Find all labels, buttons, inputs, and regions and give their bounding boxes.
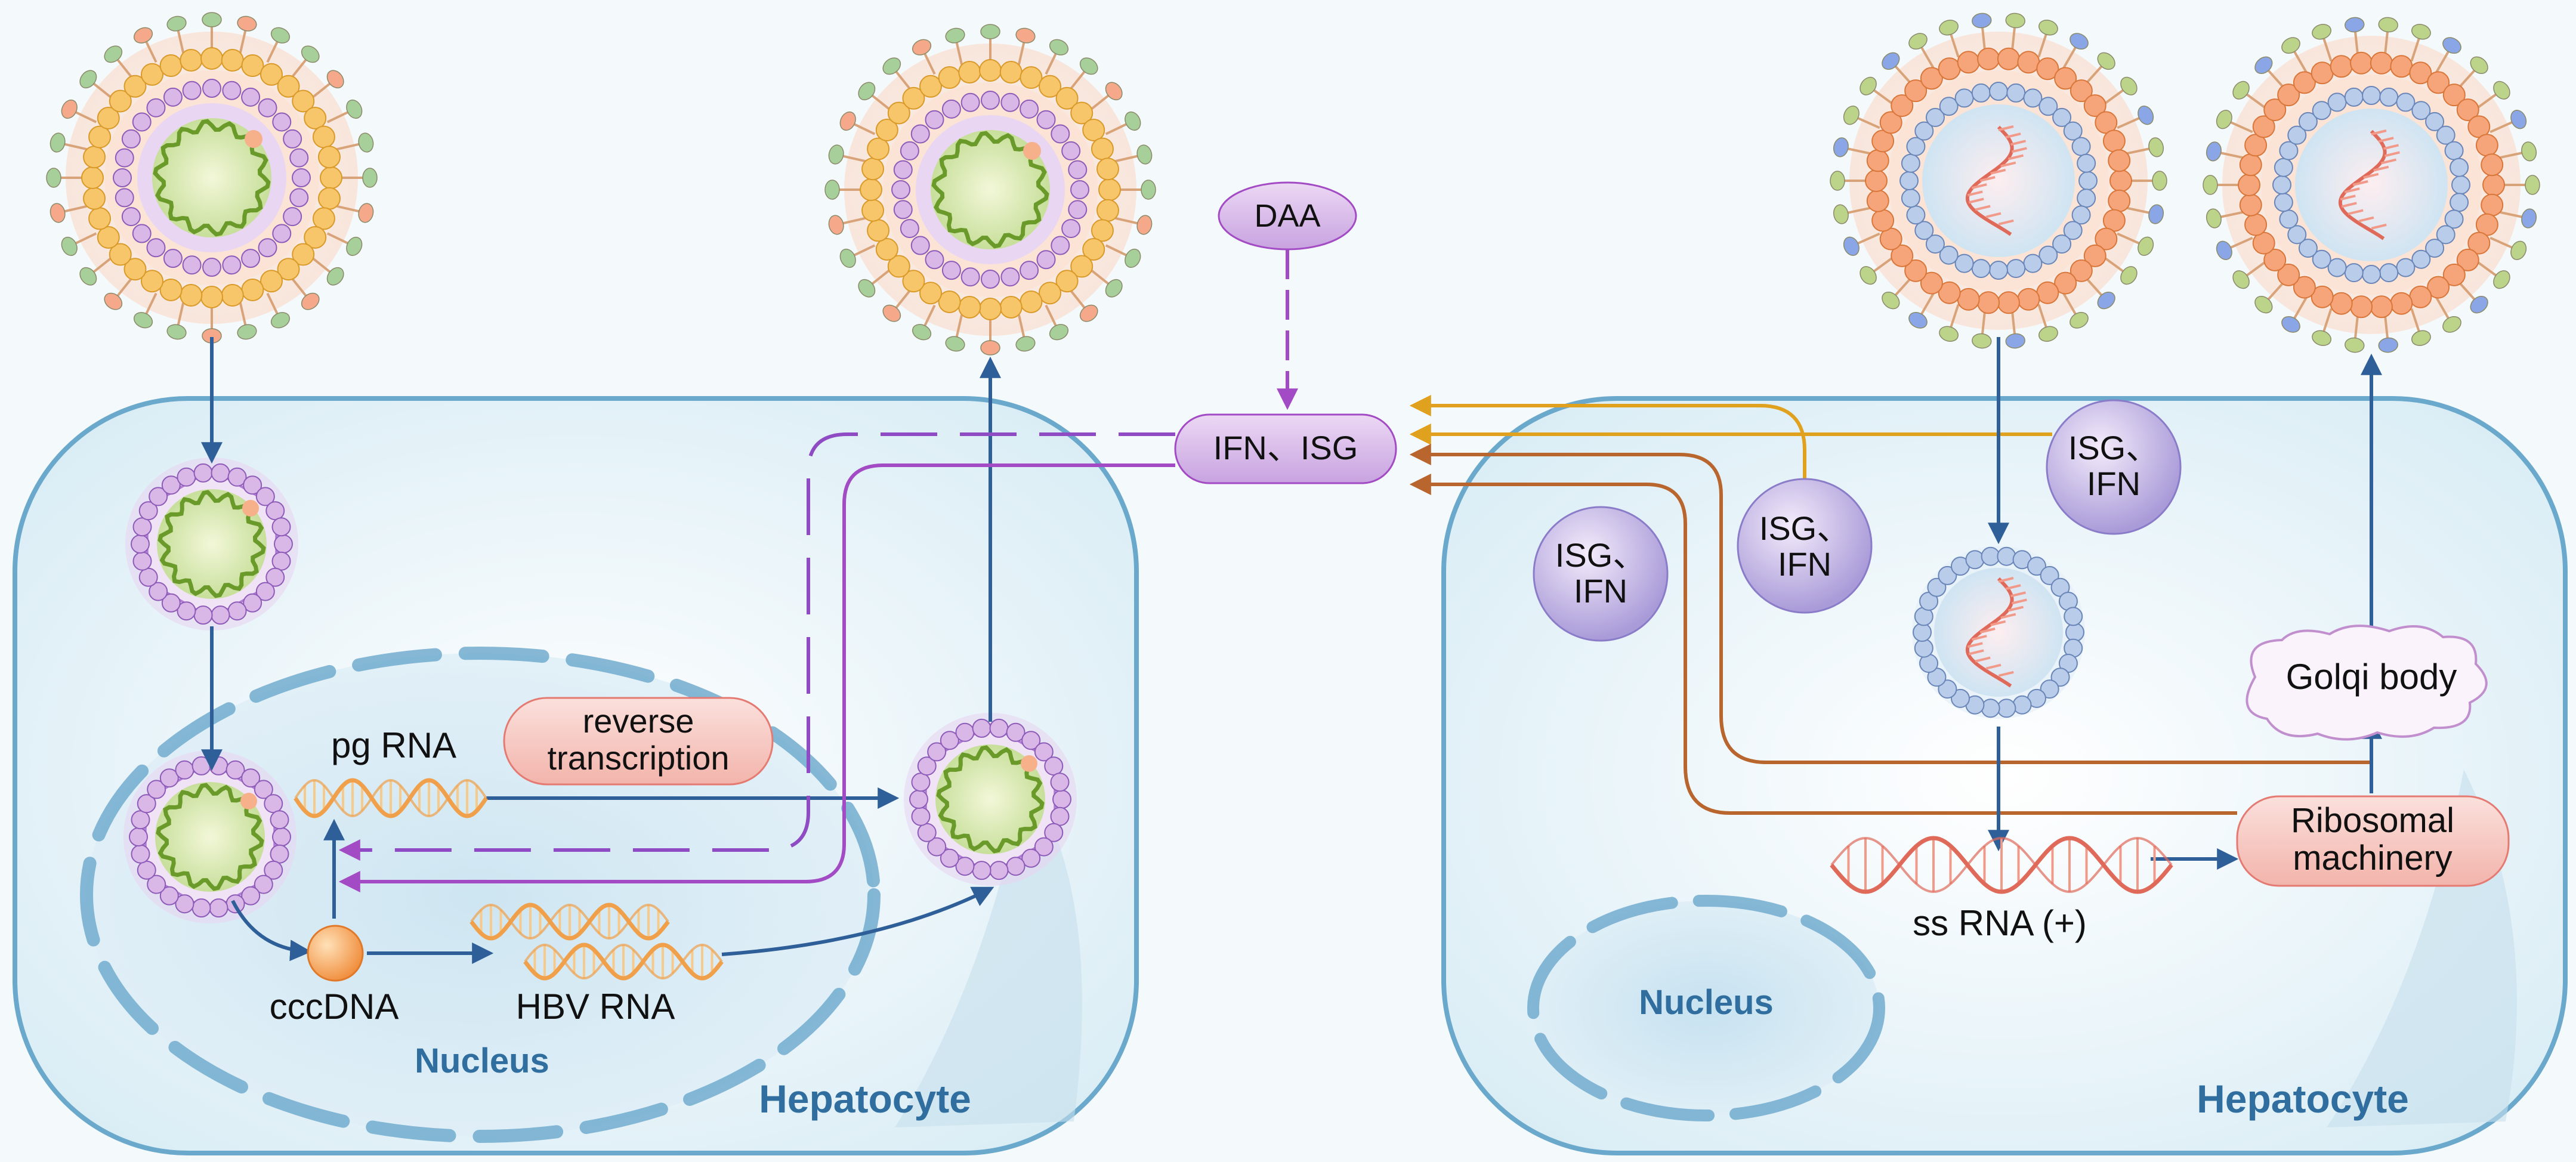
ifn-isg-label: IFN、ISG [1213,429,1358,466]
left-hepatocyte-label: Hepatocyte [759,1077,971,1121]
golgi-body-shape [2245,625,2488,741]
arrow-to-cccdna [231,900,312,962]
cccdna-label: cccDNA [270,987,399,1027]
hcv-capsid-cytoplasm [1912,546,2085,719]
isg-ifn-ball-a [2046,399,2182,535]
ribosomal-label-2: machinery [2293,839,2453,877]
nucleic-acid-strands [294,778,2173,981]
arrow-hbvrna-to-capsid [721,886,994,956]
isg-ifn-ball-b-label-2: IFN [1778,545,1831,583]
arrow-isg-orange-2 [1409,395,1806,489]
cccdna-icon [307,925,364,982]
isg-ifn-ball-a-label-1: ISG、 [2068,429,2159,466]
ribosomal-label-1: Ribosomal [2291,801,2454,840]
isg-ifn-ball-c [1533,506,1669,642]
right-hepatocyte-label: Hepatocyte [2197,1077,2409,1121]
hbv-capsid-nuclear [123,750,296,923]
isg-ifn-ball-a-label-2: IFN [2087,465,2141,502]
arrow-ifn-inhibit-cccdna [338,463,1175,892]
right-nucleus-label: Nucleus [1639,983,1774,1022]
pathway-arrows [201,249,2382,964]
hbv-rna-strand-2 [523,942,724,981]
hbv-rna-strand-1 [470,903,670,941]
reverse-transcription-label-1: reverse [583,702,694,740]
ifn-isg-pill [1174,413,1397,484]
pg-rna-label: pg RNA [331,725,456,765]
hbv-virion-released [824,24,1156,356]
hcv-virion-released [2203,17,2540,353]
pg-rna-strand [294,778,488,818]
left-nucleus-envelope [80,647,881,1143]
arrow-ifn-inhibit-pgrna [338,432,1175,861]
arrow-isg-brown-1 [1409,444,2371,764]
left-nucleus-label: Nucleus [415,1042,549,1080]
reverse-transcription-label-2: transcription [547,739,729,777]
golgi-body-label: Golqi body [2286,657,2457,697]
daa-label: DAA [1254,198,1320,234]
isg-ifn-ball-b [1737,478,1873,614]
isg-ifn-ball-b-label-1: ISG、 [1759,509,1850,547]
isg-ifn-ball-c-label-2: IFN [1574,572,1627,610]
isg-ifn-ball-c-label-1: ISG、 [1555,536,1646,574]
ss-rna-strand [1830,836,2173,894]
hcv-virion-entering [1830,13,2167,349]
right-nucleus-envelope [1527,895,1885,1121]
arrow-isg-brown-2 [1409,474,2237,815]
hbv-capsid-cytoplasm [125,458,298,631]
ss-rna-label: ss RNA (+) [1913,903,2087,943]
hbv-rna-label: HBV RNA [516,987,675,1027]
hbv-virion-entering [46,12,378,344]
hbv-capsid-assembled [904,713,1077,886]
right-nucleus-fill [1533,901,1879,1115]
virus-particles [46,12,2540,923]
ribosomal-machinery-pill [2236,795,2510,887]
reverse-transcription-pill [503,697,774,786]
daa-pill [1218,181,1357,251]
